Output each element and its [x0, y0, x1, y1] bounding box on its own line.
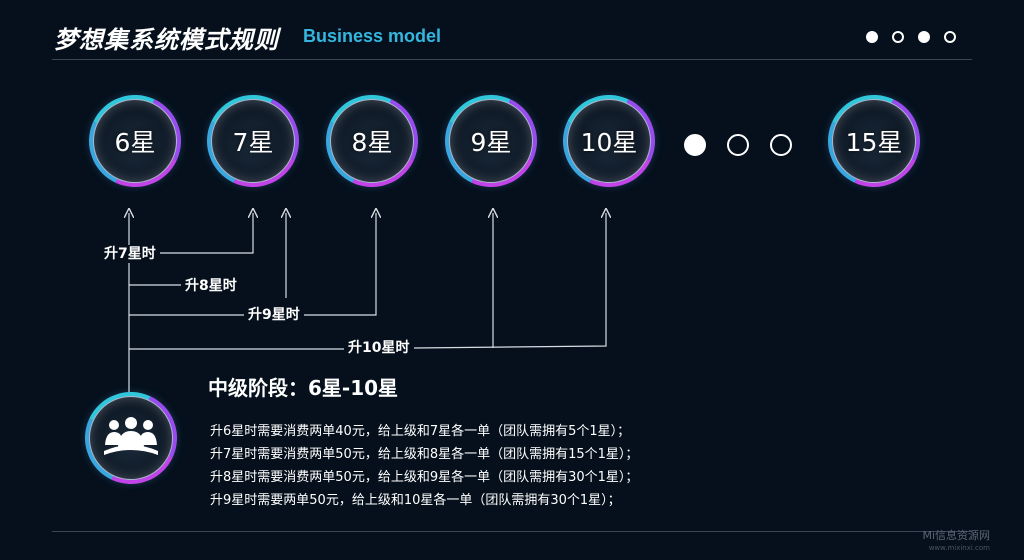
star-bubble-7: 7星 — [210, 98, 296, 184]
connector-up7 — [160, 213, 253, 254]
rule-line-2: 升7星时需要消费两单50元，给上级和8星各一单（团队需拥有15个1星）； — [210, 447, 639, 462]
bottom-divider — [52, 531, 972, 532]
gap-dot-3 — [770, 134, 792, 156]
rule-line-1: 升6星时需要消费两单40元，给上级和7星各一单（团队需拥有5个1星）； — [210, 424, 631, 439]
pager-dot-1[interactable] — [866, 31, 878, 43]
watermark: Mi信息资源网 www.mixinxi.com — [922, 530, 990, 554]
watermark-title: Mi信息资源网 — [922, 529, 990, 542]
pager — [866, 31, 956, 43]
gap-dot-1 — [684, 134, 706, 156]
label-up10: 升10星时 — [344, 339, 414, 357]
connector-up9-right — [304, 213, 376, 316]
gap-dot-2 — [727, 134, 749, 156]
top-divider — [52, 59, 972, 60]
page-title-cn: 梦想集系统模式规则 — [54, 26, 279, 54]
rule-line-3: 升8星时需要消费两单50元，给上级和9星各一单（团队需拥有30个1星）； — [210, 470, 639, 485]
pager-dot-2[interactable] — [892, 31, 904, 43]
page-title-en: Business model — [303, 26, 442, 46]
pager-dot-4[interactable] — [944, 31, 956, 43]
label-up8: 升8星时 — [181, 277, 241, 295]
label-up7: 升7星时 — [100, 245, 160, 263]
star-bubble-10: 10星 — [566, 98, 652, 184]
star-bubble-9: 9星 — [448, 98, 534, 184]
team-bubble — [88, 395, 174, 481]
team-icon — [104, 417, 158, 455]
pager-dot-3[interactable] — [918, 31, 930, 43]
connector-up10-right — [413, 213, 606, 349]
star-bubble-15: 15星 — [831, 98, 917, 184]
star-bubble-6: 6星 — [92, 98, 178, 184]
rule-line-4: 升9星时需要两单50元，给上级和10星各一单（团队需拥有30个1星）； — [210, 493, 621, 508]
star-bubble-8: 8星 — [329, 98, 415, 184]
label-up9: 升9星时 — [244, 306, 304, 324]
watermark-url: www.mixinxi.com — [928, 544, 990, 552]
stage-title: 中级阶段：6星-10星 — [208, 376, 399, 400]
rules-list: 升6星时需要消费两单40元，给上级和7星各一单（团队需拥有5个1星）； 升7星时… — [210, 420, 638, 512]
